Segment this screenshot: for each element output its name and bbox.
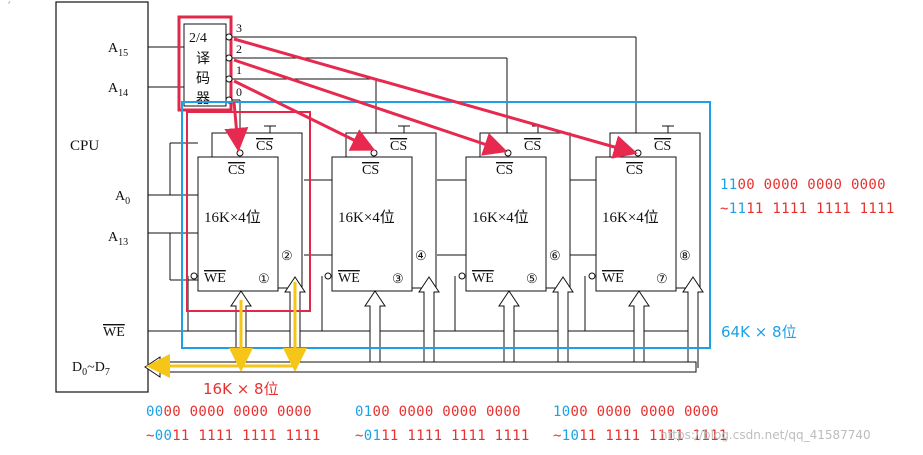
chip-4-outer-cs: CS [654,139,671,154]
decoder-char-2: 码 [196,71,210,87]
pin-a0-sub: 0 [125,196,130,207]
decoder-out-3: 3 [236,21,242,35]
range-chip-2-start: 0100 0000 0000 0000 [355,404,521,420]
svg-text:A14: A14 [108,81,128,99]
range-chip-1-start: 0000 0000 0000 0000 [146,404,312,420]
chip-2-outer-cs: CS [390,139,407,154]
chip-3-body: 16K×4位 [472,209,529,226]
pin-a13: A [108,230,119,245]
total-capacity-note: 64K × 8位 [721,323,797,341]
range-chip-3-start: 1000 0000 0000 0000 [553,404,719,420]
chip-2-we: WE [338,271,360,286]
chip-2-num-b: ④ [415,248,427,263]
chip-1-num-b: ② [281,248,293,263]
chip-group-2: CS CS 16K×4位 WE ③ ④ [324,132,437,292]
chip-2-cs: CS [362,163,379,178]
chip-2-body: 16K×4位 [338,209,395,226]
watermark: https://blog.csdn.net/qq_41587740 [660,428,871,442]
chip-group-4: CS CS 16K×4位 WE ⑦ ⑧ [588,132,701,292]
pin-d-sub0: 0 [82,367,87,378]
group-64k-box [181,101,711,349]
chip-4-we: WE [602,271,624,286]
decoder-out-2: 2 [236,42,242,56]
decoder-out-0: 0 [236,85,242,99]
chip-1-body: 16K×4位 [204,209,261,226]
chip-4-cs: CS [626,163,643,178]
chip-1-num-a: ① [258,271,270,286]
chip-4-num-b: ⑧ [679,248,691,263]
cs-select-arrows [224,37,638,159]
range-chip-1-end: ~0011 1111 1111 1111 [146,428,321,444]
pin-a0: A [115,189,126,204]
pin-we: WE [103,325,125,340]
pin-a15: A [108,41,119,56]
chip-2-num-a: ③ [392,271,404,286]
chip-4-num-a: ⑦ [656,271,668,286]
svg-text:D0~D7: D0~D7 [72,360,110,378]
chip-group-3: CS CS 16K×4位 WE ⑤ ⑥ [458,132,571,292]
pin-a13-sub: 13 [118,237,128,248]
svg-text:A0: A0 [115,189,130,207]
range-chip-4-start: 1100 0000 0000 0000 [720,177,886,193]
chip-3-cs: CS [496,163,513,178]
pin-d: D [72,360,82,375]
chip-1-cs: CS [228,163,245,178]
pin-d-mid: ~D [87,360,105,375]
cpu-label: CPU [70,138,99,154]
chip-1-outer-cs: CS [256,139,273,154]
decoder-title: 2/4 [189,31,207,46]
chip-3-outer-cs: CS [524,139,541,154]
data-flow-arrows [146,282,307,378]
decoder-out-1: 1 [236,63,242,77]
decoder-char-1: 译 [196,51,210,67]
decoder-block: 2/4 译 码 器 3 2 1 0 [177,15,637,150]
pin-a14: A [108,81,119,96]
chip-3-we: WE [472,271,494,286]
chip-1-we: WE [204,271,226,286]
group-16k-box [186,111,311,312]
group-capacity-note: 16K × 8位 [203,380,279,398]
pin-a15-sub: 15 [118,48,128,59]
chip-4-body: 16K×4位 [602,209,659,226]
range-chip-4-end: ~1111 1111 1111 1111 [720,201,895,217]
chip-group-1: CS CS 16K×4位 WE ① ② [190,132,303,292]
corner-mark: ˊ [6,0,12,13]
range-chip-3-end: ~1011 1111 1111 1111 [553,428,728,444]
cpu-block: CPU A15 A14 A0 A13 WE D0~D7 [55,1,149,393]
chip-3-num-b: ⑥ [549,248,561,263]
chip-3-num-a: ⑤ [526,271,538,286]
svg-text:A13: A13 [108,230,128,248]
decoder-char-3: 器 [196,92,210,107]
svg-text:A15: A15 [108,41,128,59]
pin-a14-sub: 14 [118,88,128,99]
memory-chips: CS CS 16K×4位 WE ① ② CS CS 16K×4位 WE ③ ④ … [144,125,704,378]
pin-d-sub7: 7 [105,367,110,378]
range-chip-2-end: ~0111 1111 1111 1111 [355,428,530,444]
